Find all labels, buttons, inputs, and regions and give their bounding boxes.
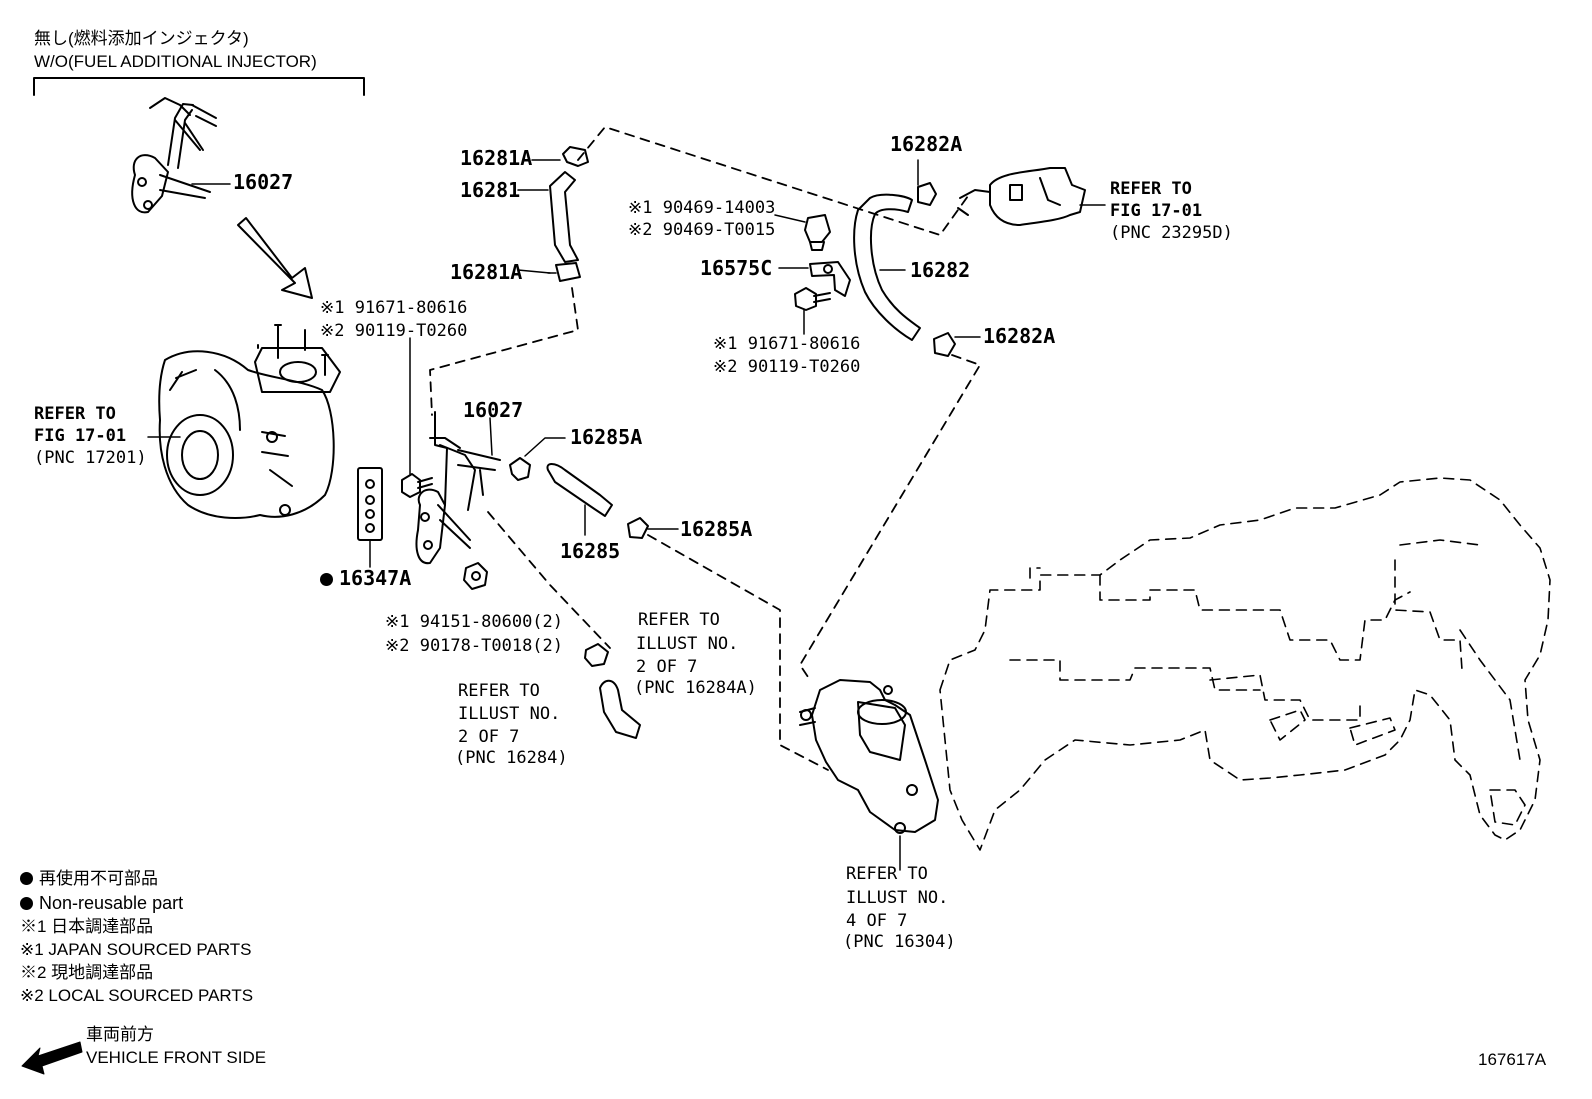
figure-id: 167617A xyxy=(1478,1050,1547,1069)
engine-block-outline xyxy=(939,477,1551,851)
ref-illust-c-line-2: ILLUST NO. xyxy=(846,888,949,908)
nut-code-2[interactable]: ※2 90178-T0018(2) xyxy=(385,636,564,656)
part-16285A-bottom-label[interactable]: 16285A xyxy=(680,517,753,541)
ref-illust-b-line-3: 2 OF 7 xyxy=(458,727,520,747)
ref-turbo-line-3: (PNC 17201) xyxy=(34,448,147,468)
part-16285-label[interactable]: 16285 xyxy=(560,539,621,563)
nut-shape xyxy=(463,562,488,590)
ref-illust-a-line-3: 2 OF 7 xyxy=(636,657,698,677)
bolt-left-shape xyxy=(401,337,433,498)
legend-nonreusable-jp: 再使用不可部品 xyxy=(20,870,158,887)
ref-illust-a-line-2: ILLUST NO. xyxy=(636,634,739,654)
leader-lines xyxy=(147,159,981,456)
bolt-left-code-1[interactable]: ※1 91671-80616 xyxy=(320,298,468,318)
pipe-16027-top-shape xyxy=(131,97,217,214)
ref-illust-b-line-2: ILLUST NO. xyxy=(458,704,561,724)
header-jp: 無し(燃料添加インジェクタ) xyxy=(34,29,249,48)
ref-illust-a-line-1: REFER TO xyxy=(638,610,720,630)
ref-top-right-line-3: (PNC 23295D) xyxy=(1110,223,1233,243)
gasket-16347A-shape xyxy=(357,467,383,568)
pipe-16027-mid-shape xyxy=(415,411,501,565)
part-16282-label[interactable]: 16282 xyxy=(910,258,971,282)
legend-front-jp: 車両前方 xyxy=(86,1025,154,1044)
part-16575C-label[interactable]: 16575C xyxy=(700,256,773,280)
ref-illust-b-line-1: REFER TO xyxy=(458,681,540,701)
hose-16281-shape xyxy=(531,146,589,282)
bolt-right-shape xyxy=(794,287,831,335)
part-16347A-label[interactable]: 16347A xyxy=(320,568,411,588)
hose-16285-shape xyxy=(509,437,679,539)
ref-illust-b-line-4: (PNC 16284) xyxy=(455,748,568,768)
part-16281A-top-label[interactable]: 16281A xyxy=(460,146,533,170)
ref-turbo-line-1: REFER TO xyxy=(34,404,116,424)
direction-arrow-icon xyxy=(237,217,313,299)
header-en: W/O(FUEL ADDITIONAL INJECTOR) xyxy=(34,52,317,71)
ref-top-right-line-2: FIG 17-01 xyxy=(1110,201,1203,221)
legend-nonreusable-en: Non-reusable part xyxy=(20,894,183,912)
ref-top-right-line-1: REFER TO xyxy=(1110,179,1192,199)
part-16285A-top-label[interactable]: 16285A xyxy=(570,425,643,449)
legend-front-en: VEHICLE FRONT SIDE xyxy=(86,1048,267,1067)
nut-code-1[interactable]: ※1 94151-80600(2) xyxy=(385,612,564,632)
clip-code-2[interactable]: ※2 90469-T0015 xyxy=(628,220,776,240)
clip-code-1[interactable]: ※1 90469-14003 xyxy=(628,198,776,218)
legend-japan-en: ※1 JAPAN SOURCED PARTS xyxy=(20,940,252,959)
bolt-right-code-2[interactable]: ※2 90119-T0260 xyxy=(713,357,861,377)
bolt-right-code-1[interactable]: ※1 91671-80616 xyxy=(713,334,861,354)
legend-local-jp: ※2 現地調達部品 xyxy=(20,963,154,982)
turbocharger-shape xyxy=(158,324,341,519)
nonreusable-dot-icon xyxy=(320,573,333,586)
ref-turbo-line-2: FIG 17-01 xyxy=(34,426,127,446)
ref-illust-c-line-4: (PNC 16304) xyxy=(843,932,956,952)
top-right-component-shape xyxy=(957,167,1106,226)
water-outlet-shape xyxy=(799,679,939,871)
legend-dot-icon xyxy=(20,897,33,910)
legend-local-en: ※2 LOCAL SOURCED PARTS xyxy=(20,986,254,1005)
legend-dot-icon xyxy=(20,872,33,885)
hose-lower-shape xyxy=(584,643,641,739)
part-16027-top-label[interactable]: 16027 xyxy=(233,170,294,194)
part-16027-mid-label[interactable]: 16027 xyxy=(463,398,524,422)
part-16281-label[interactable]: 16281 xyxy=(460,178,521,202)
bolt-left-code-2[interactable]: ※2 90119-T0260 xyxy=(320,321,468,341)
ref-illust-c-line-1: REFER TO xyxy=(846,864,928,884)
header-bracket xyxy=(33,77,365,96)
vehicle-front-arrow-icon xyxy=(21,1041,83,1075)
dashed-routing xyxy=(429,126,981,771)
legend-japan-jp: ※1 日本調達部品 xyxy=(20,917,154,936)
clip-90469-shape xyxy=(774,214,831,251)
part-16282A-right-label[interactable]: 16282A xyxy=(983,324,1056,348)
ref-illust-a-line-4: (PNC 16284A) xyxy=(634,678,757,698)
hose-16282-shape xyxy=(778,182,956,357)
ref-illust-c-line-3: 4 OF 7 xyxy=(846,911,908,931)
part-16281A-bottom-label[interactable]: 16281A xyxy=(450,260,523,284)
part-16282A-top-label[interactable]: 16282A xyxy=(890,132,963,156)
